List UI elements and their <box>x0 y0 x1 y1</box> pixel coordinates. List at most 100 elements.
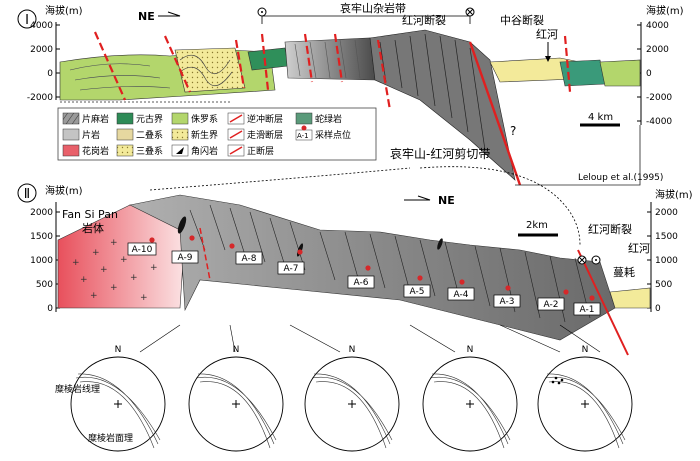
svg-text:+: + <box>110 283 118 293</box>
red-river-fault-1 <box>468 41 522 186</box>
section-2-tick-left: 500 <box>36 280 53 290</box>
section-1-tick-left: 2000 <box>30 45 53 55</box>
svg-text:+: + <box>90 291 98 301</box>
section-2-tick-left: 0 <box>47 304 53 314</box>
scale-label-2: 2km <box>526 220 548 231</box>
section-2-tick-right: 1000 <box>655 256 678 266</box>
svg-text:+: + <box>100 265 108 275</box>
section-1: Ⅰ 海拔(m) 海拔(m) 4000 2000 0 -2000 4000 200… <box>17 1 684 186</box>
section-2: +++ +++ +++ +++ Ⅱ 海 <box>17 183 693 356</box>
svg-text:+: + <box>110 238 118 248</box>
legend-sample-marker: A-1 <box>297 132 309 140</box>
svg-text:+: + <box>130 273 138 283</box>
svg-text:A-7: A-7 <box>284 264 299 274</box>
section-2-tick-right: 0 <box>655 304 661 314</box>
legend-label: 新生界 <box>191 129 218 141</box>
section-1-tick-left: -2000 <box>27 93 53 103</box>
section-1-ne: NE <box>138 10 155 23</box>
svg-text:+: + <box>120 255 128 265</box>
legend-label: 片麻岩 <box>82 113 109 125</box>
svg-text:A-8: A-8 <box>242 254 257 264</box>
legend-label: 角闪岩 <box>191 145 218 157</box>
svg-text:N: N <box>582 345 589 355</box>
section-1-elev-left: 海拔(m) <box>45 4 83 17</box>
svg-text:+: + <box>150 263 158 273</box>
section-2-ne: NE <box>438 194 455 207</box>
section-2-elev-left: 海拔(m) <box>45 184 83 197</box>
section-1-tick-left: 0 <box>47 69 53 79</box>
zhonggu-label: 中谷断裂 <box>500 13 544 27</box>
stereonet: N <box>422 345 518 452</box>
section-2-tick-left: 1000 <box>30 256 53 266</box>
svg-text:+: + <box>92 248 100 258</box>
svg-text:+: + <box>80 275 88 285</box>
section-1-elev-right: 海拔(m) <box>646 4 684 17</box>
section-2-tick-right: 2000 <box>655 208 678 218</box>
river-label-1: 红河 <box>536 28 558 41</box>
sample-marker: A-9 <box>171 235 199 264</box>
svg-text:A-4: A-4 <box>454 290 469 300</box>
sample-marker: A-8 <box>229 243 263 265</box>
svg-text:A-1: A-1 <box>580 305 595 315</box>
ne-arrow-2 <box>404 195 431 201</box>
section-2-roman: Ⅱ <box>24 187 30 202</box>
section-1-tick-right: 0 <box>646 69 652 79</box>
legend-label: 正断层 <box>247 145 274 157</box>
pluton-label: 岩体 <box>82 221 104 235</box>
fault-label-1: 红河断裂 <box>402 13 446 27</box>
sample-points: A-10 A-9 A-8 A-7 A-6 A-5 A-4 A-3 A-2 A-1 <box>127 235 601 316</box>
section-2-tick-left: 2000 <box>30 208 53 218</box>
river-label-2: 红河 <box>628 242 650 255</box>
sample-marker: A-1 <box>573 295 601 316</box>
scale-label-1: 4 km <box>588 112 613 123</box>
shear-zone-label: 哀牢山-红河剪切带 <box>390 146 490 161</box>
svg-text:A-10: A-10 <box>132 245 153 255</box>
svg-text:N: N <box>349 345 356 355</box>
sheared-gneiss-body <box>129 194 616 341</box>
sample-marker: A-7 <box>277 249 305 275</box>
svg-text:A-3: A-3 <box>500 297 515 307</box>
ne-arrow-1 <box>158 11 181 17</box>
section-1-tick-right: -2000 <box>646 93 672 103</box>
stereonets: N 糜棱岩线理 糜棱岩面理 N N N N <box>55 345 633 452</box>
section-1-roman: Ⅰ <box>25 13 29 28</box>
jurassic-unit-east <box>599 59 641 87</box>
section-1-tick-right: 2000 <box>646 45 669 55</box>
section-1-tick-right: 4000 <box>646 21 669 31</box>
question-mark: ? <box>510 124 516 138</box>
sample-marker: A-5 <box>403 275 431 298</box>
section-2-tick-right: 500 <box>655 280 672 290</box>
place-label: 蔓耗 <box>613 265 635 279</box>
legend-label: 侏罗系 <box>191 114 218 125</box>
svg-text:A-5: A-5 <box>410 287 425 297</box>
schist-unit-1 <box>284 37 376 81</box>
belt-label: 哀牢山杂岩带 <box>340 1 406 15</box>
stereonet: N <box>537 345 633 452</box>
jurassic-unit-west <box>59 49 276 101</box>
foliation-label: 糜棱岩面理 <box>88 432 133 444</box>
legend: 片麻岩 元古界 侏罗系 逆冲断层 蛇绿岩 片岩 二叠系 新生界 走滑断层 A-1… <box>57 107 377 161</box>
legend-label: 逆冲断层 <box>247 113 283 125</box>
legend-label: 二叠系 <box>136 130 163 141</box>
svg-text:+: + <box>140 293 148 303</box>
red-river-fault-2 <box>577 249 629 356</box>
stereonet: N 糜棱岩线理 糜棱岩面理 <box>55 345 166 452</box>
svg-text:A-2: A-2 <box>544 300 559 310</box>
stereonet: N <box>188 345 284 452</box>
sample-marker: A-3 <box>493 285 521 308</box>
section-2-elev-right: 海拔(m) <box>655 188 693 201</box>
cenozoic-unit-2 <box>609 287 651 309</box>
legend-label: 三叠系 <box>136 146 163 157</box>
section-1-tick-left: 4000 <box>30 21 53 31</box>
connector-line <box>149 166 581 246</box>
svg-text:+: + <box>72 258 80 268</box>
triassic-unit-1 <box>174 47 246 93</box>
section-2-tick-left: 1500 <box>30 232 53 242</box>
lineation-label: 糜棱岩线理 <box>55 383 100 395</box>
proterozoic-unit-1 <box>247 47 289 71</box>
svg-text:N: N <box>467 345 474 355</box>
citation: Leloup et al.(1995) <box>578 173 663 183</box>
fault-label-2: 红河断裂 <box>588 222 632 236</box>
sample-marker: A-4 <box>447 279 475 301</box>
